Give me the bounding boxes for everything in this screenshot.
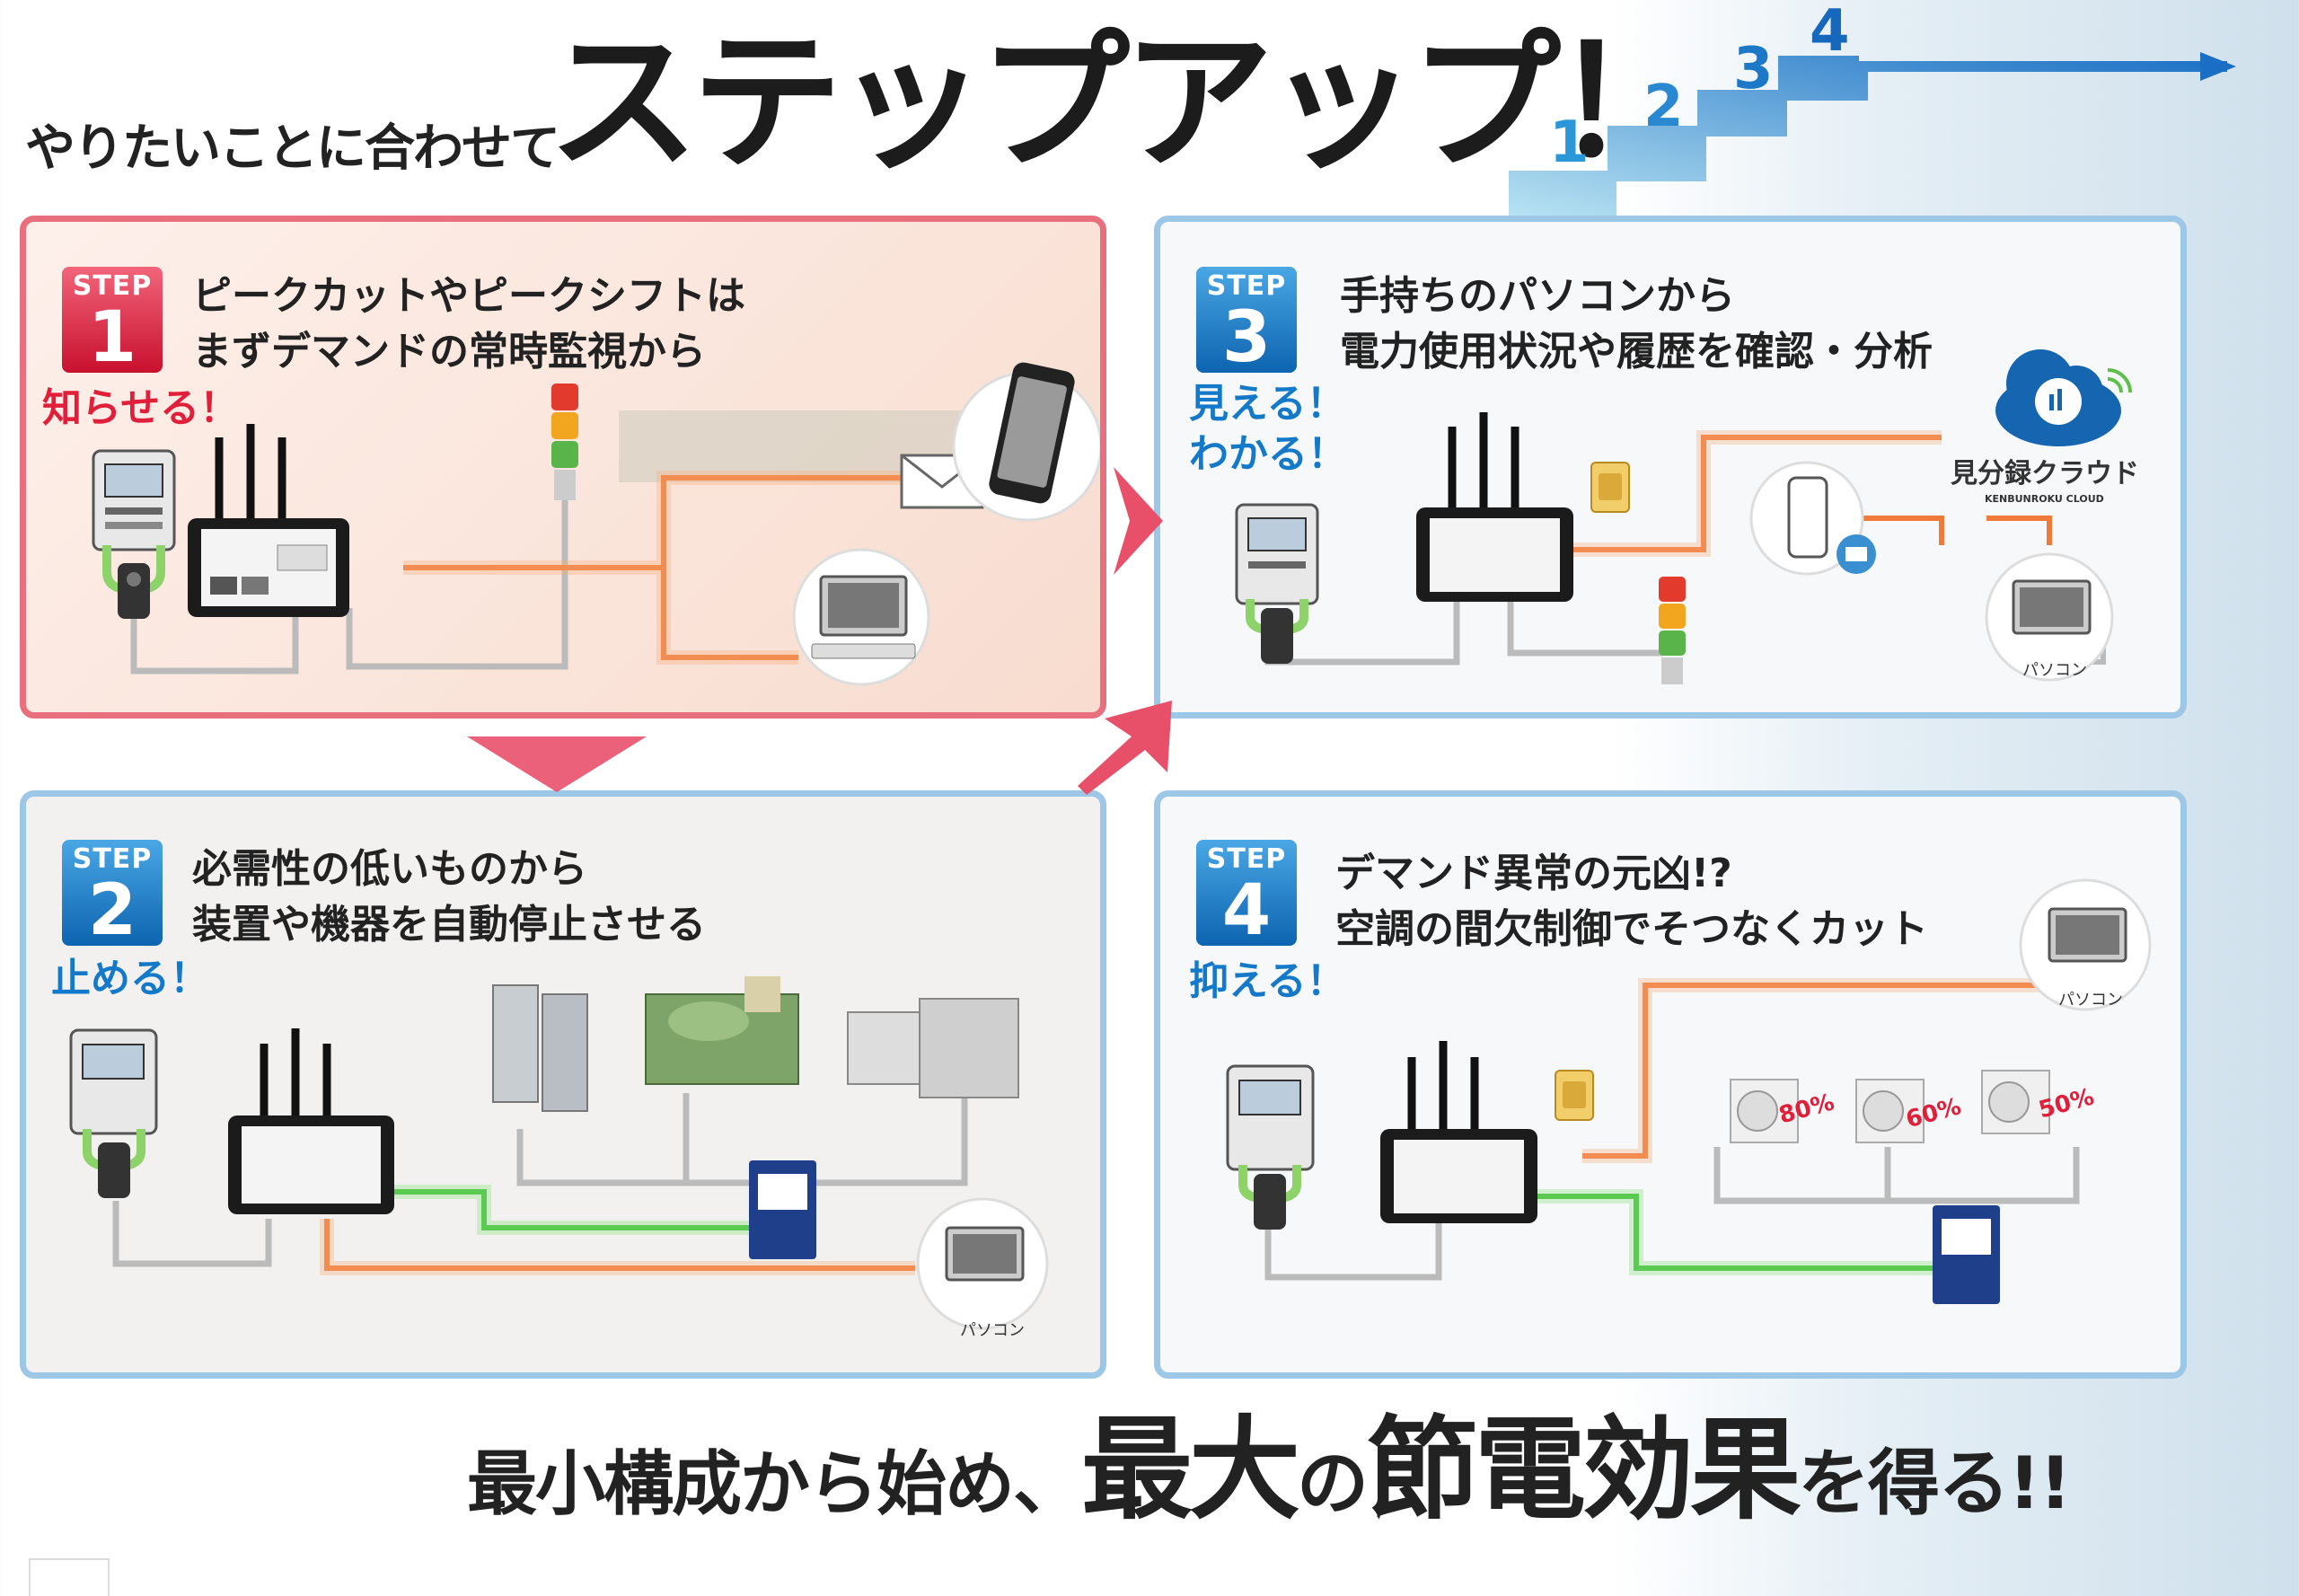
sensor-clamp-icon (1254, 1174, 1286, 1230)
equipment-chiller-icon (645, 976, 799, 1085)
pc-icon (916, 1197, 1049, 1330)
step3-badge: STEP 3 (1196, 267, 1297, 378)
step2-tag: 止める！ (51, 956, 209, 1001)
ac-unit-icon (1730, 1079, 1799, 1143)
stair-number-1: 1 (1549, 110, 1590, 176)
gateway-device-icon (228, 1028, 394, 1214)
smartphone-icon (1749, 461, 1864, 576)
step3-tag-line2: わかる！ (1189, 431, 1347, 477)
header-title: ステップアップ！ (548, 14, 1704, 190)
stair-number-2: 2 (1643, 74, 1684, 140)
footer-part5: を得る!! (1798, 1442, 2072, 1525)
corner-tab (29, 1558, 110, 1596)
controller-unit-icon (749, 1160, 816, 1259)
cloud-sub: KENBUNROKU CLOUD (1985, 493, 2104, 505)
step3-tag: 見える！ わかる！ (1189, 379, 1347, 480)
step4-title: デマンド異常の元凶!? 空調の間欠制御でそつなくカット (1335, 846, 1928, 957)
step1-panel: STEP 1 ピークカットやピークシフトは まずデマンドの常時監視から 知らせる… (20, 216, 1106, 719)
step4-badge: STEP 4 (1196, 840, 1297, 951)
step3-tag-line1: 見える！ (1189, 381, 1346, 427)
step4-diagram: パソコン 80% 60% 50% (1226, 878, 2152, 1304)
step1-title-line2: まずデマンドの常時監視から (192, 329, 706, 375)
gateway-device-icon (188, 424, 349, 617)
step2-panel: STEP 2 必需性の低いものから 装置や機器を自動停止させる 止める！ (20, 790, 1106, 1379)
signal-tower-icon (551, 384, 578, 500)
step3-badge-number: 3 (1221, 297, 1272, 378)
power-meter-icon (1226, 1064, 1315, 1171)
sensor-clamp-icon (98, 1142, 130, 1198)
pc-icon (2019, 878, 2152, 1011)
cloud-name: 見分録クラウド (1951, 458, 2139, 489)
footer-part4: 節電効果 (1367, 1406, 1801, 1535)
step1-badge-number: 1 (87, 297, 137, 378)
pc-label: パソコン (960, 1321, 1025, 1340)
pc-label: パソコン (2058, 991, 2123, 1010)
step3-title-line1: 手持ちのパソコンから (1340, 273, 1735, 319)
signal-tower-icon (1659, 577, 1686, 684)
step4-tag: 抑える！ (1189, 958, 1346, 1004)
step1-title-line1: ピークカットやピークシフトは (192, 273, 745, 319)
pc-icon (792, 548, 930, 686)
step2-diagram: パソコン (69, 976, 1049, 1340)
step4-badge-number: 4 (1221, 870, 1272, 951)
pc-icon (1985, 552, 2114, 682)
step1-badge-label: STEP (72, 270, 153, 302)
step1-diagram (92, 362, 1100, 686)
stair-number-4: 4 (1810, 0, 1850, 65)
pc-label: パソコン (2022, 661, 2087, 680)
smartphone-icon (952, 362, 1100, 522)
controller-unit-icon (1933, 1205, 2000, 1304)
step4-title-line2: 空調の間欠制御でそつなくカット (1335, 906, 1928, 952)
arrow-step1-to-step3 (1114, 467, 1163, 575)
cloud-icon (1995, 349, 2121, 446)
stair-number-3: 3 (1733, 36, 1774, 102)
step3-badge-label: STEP (1206, 270, 1287, 302)
step4-title-line1: デマンド異常の元凶!? (1335, 851, 1732, 896)
step2-title: 必需性の低いものから 装置や機器を自動停止させる (192, 842, 706, 953)
gateway-device-icon (1380, 1041, 1537, 1223)
sim-card-icon (1590, 462, 1630, 513)
gateway-device-icon (1416, 412, 1573, 602)
sim-card-icon (1555, 1070, 1594, 1121)
step3-panel: STEP 3 手持ちのパソコンから 電力使用状況や履歴を確認・分析 見える！ わ… (1154, 216, 2187, 719)
sensor-clamp-icon (118, 563, 150, 619)
wifi-icon (2107, 368, 2132, 393)
footer-part3: の (1297, 1442, 1369, 1525)
arrow-step2-to-step3 (1078, 701, 1172, 795)
step3-diagram: 見分録クラウド KENBUNROKU CLOUD パソコン (1235, 349, 2139, 684)
equipment-cabinet-icon (492, 984, 588, 1112)
equipment-machinery-icon (847, 998, 1019, 1098)
step2-badge-number: 2 (87, 870, 137, 951)
arrow-step1-to-step2 (467, 736, 647, 792)
step2-title-line2: 装置や機器を自動停止させる (192, 902, 706, 948)
step4-badge-label: STEP (1206, 843, 1287, 875)
power-meter-icon (69, 1028, 158, 1135)
power-meter-icon (1235, 503, 1319, 605)
footer-part2: 最大 (1081, 1406, 1300, 1535)
step3-title-line2: 電力使用状況や履歴を確認・分析 (1340, 329, 1933, 375)
ac-unit-icon (1855, 1079, 1925, 1143)
step1-tag: 知らせる！ (42, 385, 240, 431)
footer-part1: 最小構成から始め、 (467, 1444, 1083, 1525)
header-lead: やりたいことに合わせて (25, 119, 560, 178)
step2-title-line1: 必需性の低いものから (192, 846, 587, 892)
stairs-graphic: 1 2 3 4 (1509, 0, 2236, 216)
power-meter-icon (92, 449, 176, 551)
step4-panel: STEP 4 デマンド異常の元凶!? 空調の間欠制御でそつなくカット 抑える！ (1154, 790, 2187, 1379)
step3-title: 手持ちのパソコンから 電力使用状況や履歴を確認・分析 (1340, 269, 1933, 380)
step2-badge-label: STEP (72, 843, 153, 875)
step1-title: ピークカットやピークシフトは まずデマンドの常時監視から (192, 269, 745, 380)
email-badge-icon (1837, 534, 1876, 574)
step1-badge: STEP 1 (62, 267, 163, 378)
ac-unit-icon (1981, 1070, 2050, 1134)
step2-badge: STEP 2 (62, 840, 163, 951)
footer-tagline: 最小構成から始め、最大の節電効果を得る!! (467, 1415, 2072, 1526)
sensor-clamp-icon (1261, 608, 1293, 664)
